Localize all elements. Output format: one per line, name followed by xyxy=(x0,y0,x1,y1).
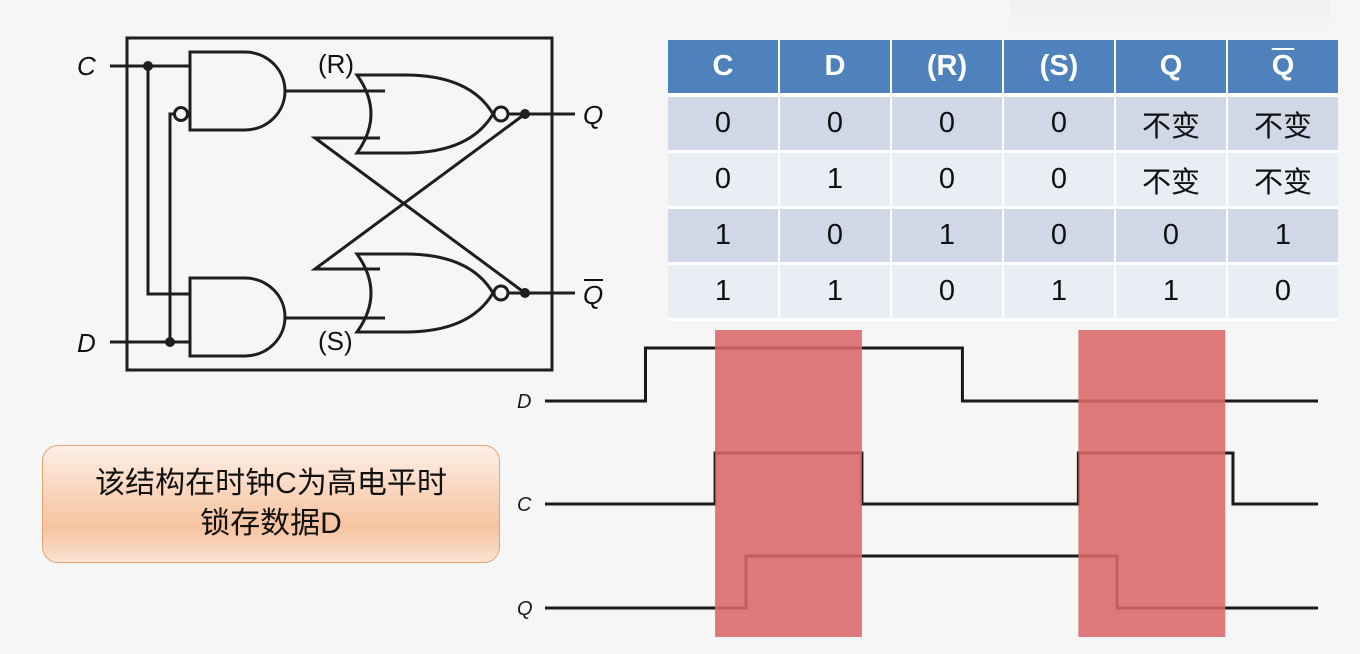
table-cell: 不变 xyxy=(1228,97,1338,153)
circuit-boundary-box xyxy=(125,36,554,372)
table-cell: 0 xyxy=(892,153,1004,209)
table-row: 1 1 0 1 1 0 xyxy=(668,265,1338,321)
header-d: D xyxy=(780,40,892,97)
note-line-2: 锁存数据D xyxy=(200,507,342,540)
label-input-d: D xyxy=(77,328,96,358)
table-cell: 1 xyxy=(668,209,780,265)
table-cell: 0 xyxy=(780,97,892,153)
feedback-q-to-lower-nor xyxy=(310,112,526,271)
table-cell: 0 xyxy=(668,97,780,153)
table-cell: 不变 xyxy=(1116,153,1228,209)
wire-c-to-lower-and xyxy=(146,66,190,296)
label-s: (S) xyxy=(318,326,353,356)
table-row: 0 0 0 0 不变 不变 xyxy=(668,97,1338,153)
and-gate-lower xyxy=(188,276,287,358)
inverter-bubble-d xyxy=(173,106,189,122)
and-gate-upper xyxy=(188,50,287,132)
truth-table: C D (R) (S) Q Q 0 0 0 0 不变 不变 0 1 0 0 不变… xyxy=(668,40,1338,321)
table-cell: 0 xyxy=(1004,209,1116,265)
wire-d-to-upper-and xyxy=(168,112,174,342)
junction-dot-c xyxy=(143,61,153,71)
table-cell: 0 xyxy=(1228,265,1338,321)
table-cell: 0 xyxy=(1004,153,1116,209)
note-line-1: 该结构在时钟C为高电平时 xyxy=(95,467,447,500)
header-qbar-label: Q xyxy=(1271,50,1295,82)
label-output-qbar: Q xyxy=(583,280,603,310)
table-cell: 1 xyxy=(780,153,892,209)
table-cell: 不变 xyxy=(1228,153,1338,209)
header-qbar: Q xyxy=(1228,40,1338,97)
table-cell: 0 xyxy=(1116,209,1228,265)
table-row: 1 0 1 0 0 1 xyxy=(668,209,1338,265)
timing-label-c: C xyxy=(517,494,532,516)
label-input-c: C xyxy=(77,51,96,81)
table-cell: 0 xyxy=(1004,97,1116,153)
header-c: C xyxy=(668,40,780,97)
table-cell: 1 xyxy=(668,265,780,321)
label-output-q: Q xyxy=(583,100,603,130)
table-cell: 1 xyxy=(1004,265,1116,321)
timing-label-q: Q xyxy=(517,598,533,620)
junction-dot-qbar xyxy=(520,288,530,298)
junction-dot-q xyxy=(520,109,530,119)
table-cell: 1 xyxy=(1116,265,1228,321)
note-callout: 该结构在时钟C为高电平时 锁存数据D xyxy=(42,445,500,563)
table-cell: 0 xyxy=(780,209,892,265)
decorative-background-corner xyxy=(1010,0,1330,34)
table-cell: 0 xyxy=(892,265,1004,321)
table-cell: 0 xyxy=(892,97,1004,153)
header-q: Q xyxy=(1116,40,1228,97)
table-cell: 0 xyxy=(668,153,780,209)
header-r: (R) xyxy=(892,40,1004,97)
nor-gate-lower xyxy=(354,252,495,334)
label-r: (R) xyxy=(318,49,354,79)
highlight-window-1 xyxy=(715,330,862,637)
highlight-window-2 xyxy=(1078,330,1226,637)
timing-label-d: D xyxy=(517,391,531,413)
feedback-qbar-to-upper-nor xyxy=(310,136,526,295)
table-cell: 1 xyxy=(892,209,1004,265)
table-cell: 1 xyxy=(1228,209,1338,265)
header-s: (S) xyxy=(1004,40,1116,97)
table-row: 0 1 0 0 不变 不变 xyxy=(668,153,1338,209)
truth-table-header-row: C D (R) (S) Q Q xyxy=(668,40,1338,97)
nor-gate-upper xyxy=(354,73,495,155)
table-cell: 不变 xyxy=(1116,97,1228,153)
junction-dot-d xyxy=(165,337,175,347)
table-cell: 1 xyxy=(780,265,892,321)
